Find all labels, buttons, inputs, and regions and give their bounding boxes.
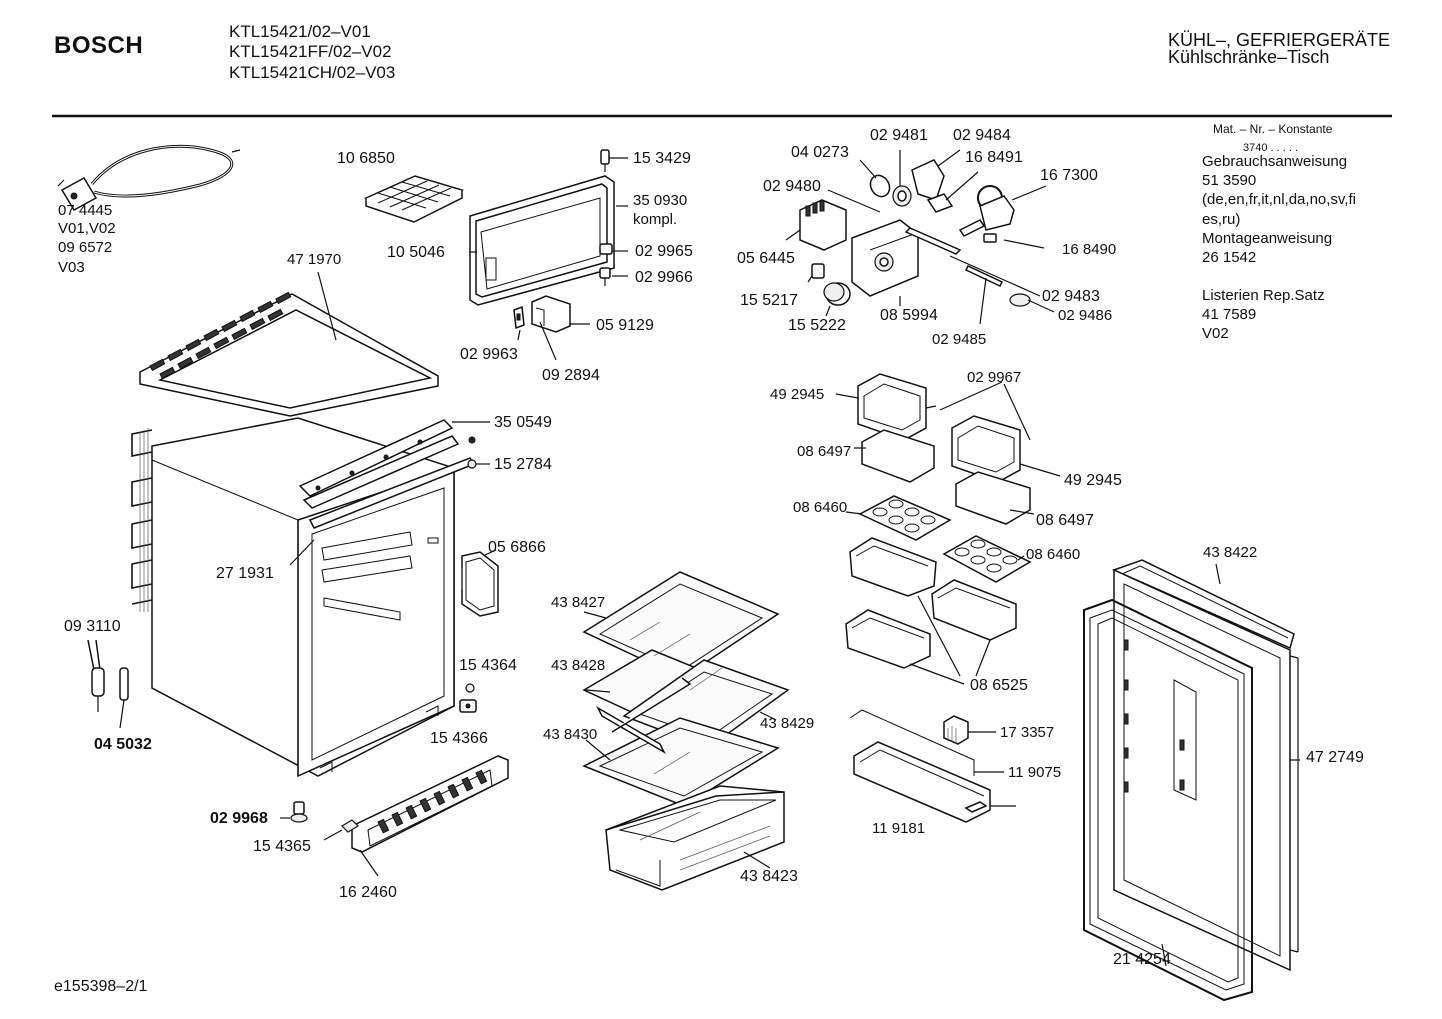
- thermostat-assembly: [785, 149, 1055, 325]
- label-214254: 21 4254: [1113, 951, 1171, 968]
- model-line-3: KTL15421CH/02–V03: [229, 63, 395, 82]
- subcategory-title: Kühlschränke–Tisch: [1168, 47, 1329, 67]
- crisper-drawer: [605, 785, 785, 891]
- label-173357: 17 3357: [1000, 724, 1054, 741]
- label-350930: 35 0930: [633, 192, 687, 209]
- label-092894: 09 2894: [542, 367, 600, 384]
- label-438430: 43 8430: [543, 726, 597, 743]
- label-086497-a: 08 6497: [797, 443, 851, 460]
- konstante-value: 3740 . . . . .: [1243, 142, 1298, 154]
- label-086497-b: 08 6497: [1036, 512, 1094, 529]
- control-cover: [461, 549, 499, 617]
- label-119181: 11 9181: [872, 820, 925, 837]
- label-059129: 05 9129: [596, 317, 654, 334]
- label-074445: 07 4445: [58, 202, 112, 219]
- label-056866: 05 6866: [488, 539, 546, 556]
- label-029485: 02 9485: [932, 331, 986, 348]
- category-title: KÜHL–, GEFRIERGERÄTE: [1168, 30, 1390, 50]
- label-029480: 02 9480: [763, 178, 821, 195]
- drawing-number: e155398–2/1: [54, 978, 148, 995]
- mount-number: 26 1542: [1202, 249, 1256, 266]
- label-093110: 09 3110: [64, 618, 121, 635]
- brand-logo: BOSCH: [54, 32, 143, 59]
- manual-languages-1: (de,en,fr,it,nl,da,no,sv,fi: [1202, 191, 1356, 208]
- manual-languages-2: es,ru): [1202, 211, 1240, 228]
- label-155222: 15 5222: [788, 317, 846, 334]
- label-029966: 02 9966: [635, 269, 693, 286]
- header: BOSCH KTL15421/02–V01 KTL15421FF/02–V02 …: [52, 22, 1392, 118]
- label-105046: 10 5046: [387, 244, 445, 261]
- label-029483: 02 9483: [1042, 288, 1100, 305]
- foot-and-plinth: [280, 755, 509, 877]
- label-029968: 02 9968: [210, 810, 268, 827]
- label-085994: 08 5994: [880, 307, 938, 324]
- worktop: [139, 271, 439, 417]
- manual-label: Gebrauchsanweisung: [1202, 153, 1347, 170]
- model-line-2: KTL15421FF/02–V02: [229, 42, 392, 61]
- label-086460-a: 08 6460: [793, 499, 847, 516]
- label-029963: 02 9963: [460, 346, 518, 363]
- label-155217: 15 5217: [740, 292, 798, 309]
- label-096572: 09 6572: [58, 239, 112, 256]
- freezer-door: [469, 149, 628, 306]
- label-162460: 16 2460: [339, 884, 397, 901]
- label-154366: 15 4366: [430, 730, 488, 747]
- label-438429: 43 8429: [760, 715, 814, 732]
- info-block: Mat. – Nr. – Konstante 3740 . . . . . Ge…: [1202, 122, 1356, 342]
- hinge-pins: [459, 683, 477, 713]
- label-438422: 43 8422: [1203, 544, 1257, 561]
- worktop-rails: [298, 419, 490, 529]
- label-438428: 43 8428: [551, 657, 605, 674]
- model-line-1: KTL15421/02–V01: [229, 22, 371, 41]
- label-029967: 02 9967: [967, 369, 1021, 386]
- cabinet-body: [131, 417, 455, 778]
- manual-number: 51 3590: [1202, 172, 1256, 189]
- power-cord: [57, 144, 241, 212]
- list-number: 41 7589: [1202, 306, 1256, 323]
- label-492945-b: 49 2945: [1064, 472, 1122, 489]
- glass-shelves: [582, 571, 790, 807]
- label-153429: 15 3429: [633, 150, 691, 167]
- label-v03: V03: [58, 259, 85, 276]
- bottle-shelf: [849, 709, 1016, 823]
- label-472749: 47 2749: [1306, 749, 1364, 766]
- label-040273: 04 0273: [791, 144, 849, 161]
- label-471970: 47 1970: [287, 251, 341, 268]
- label-438423: 43 8423: [740, 868, 798, 885]
- label-492945-a: 49 2945: [770, 386, 824, 403]
- label-kompl: kompl.: [633, 211, 677, 228]
- label-154364: 15 4364: [459, 657, 517, 674]
- label-086525: 08 6525: [970, 677, 1028, 694]
- label-167300: 16 7300: [1040, 167, 1098, 184]
- list-variant: V02: [1202, 325, 1229, 342]
- label-152784: 15 2784: [494, 456, 552, 473]
- sensor: [87, 639, 129, 729]
- label-056445: 05 6445: [737, 250, 795, 267]
- label-168491: 16 8491: [965, 149, 1023, 166]
- list-label: Listerien Rep.Satz: [1202, 287, 1325, 304]
- label-271931: 27 1931: [216, 565, 274, 582]
- mount-label: Montageanweisung: [1202, 230, 1332, 247]
- label-086460-b: 08 6460: [1026, 546, 1080, 563]
- mat-nr-label: Mat. – Nr. – Konstante: [1213, 122, 1333, 136]
- label-029486: 02 9486: [1058, 307, 1112, 324]
- label-029481: 02 9481: [870, 127, 928, 144]
- ice-tray: [363, 175, 465, 223]
- label-029484: 02 9484: [953, 127, 1011, 144]
- label-119075: 11 9075: [1008, 764, 1061, 781]
- label-154365: 15 4365: [253, 838, 311, 855]
- label-350549: 35 0549: [494, 414, 552, 431]
- label-029965: 02 9965: [635, 243, 693, 260]
- label-106850: 10 6850: [337, 150, 395, 167]
- label-168490: 16 8490: [1062, 241, 1116, 258]
- door-bins: [835, 373, 1061, 685]
- label-v01-v02: V01,V02: [58, 220, 116, 237]
- door-hinge-parts: [513, 295, 590, 361]
- label-045032: 04 5032: [94, 736, 152, 753]
- main-door: [1083, 559, 1300, 1002]
- label-438427: 43 8427: [551, 594, 605, 611]
